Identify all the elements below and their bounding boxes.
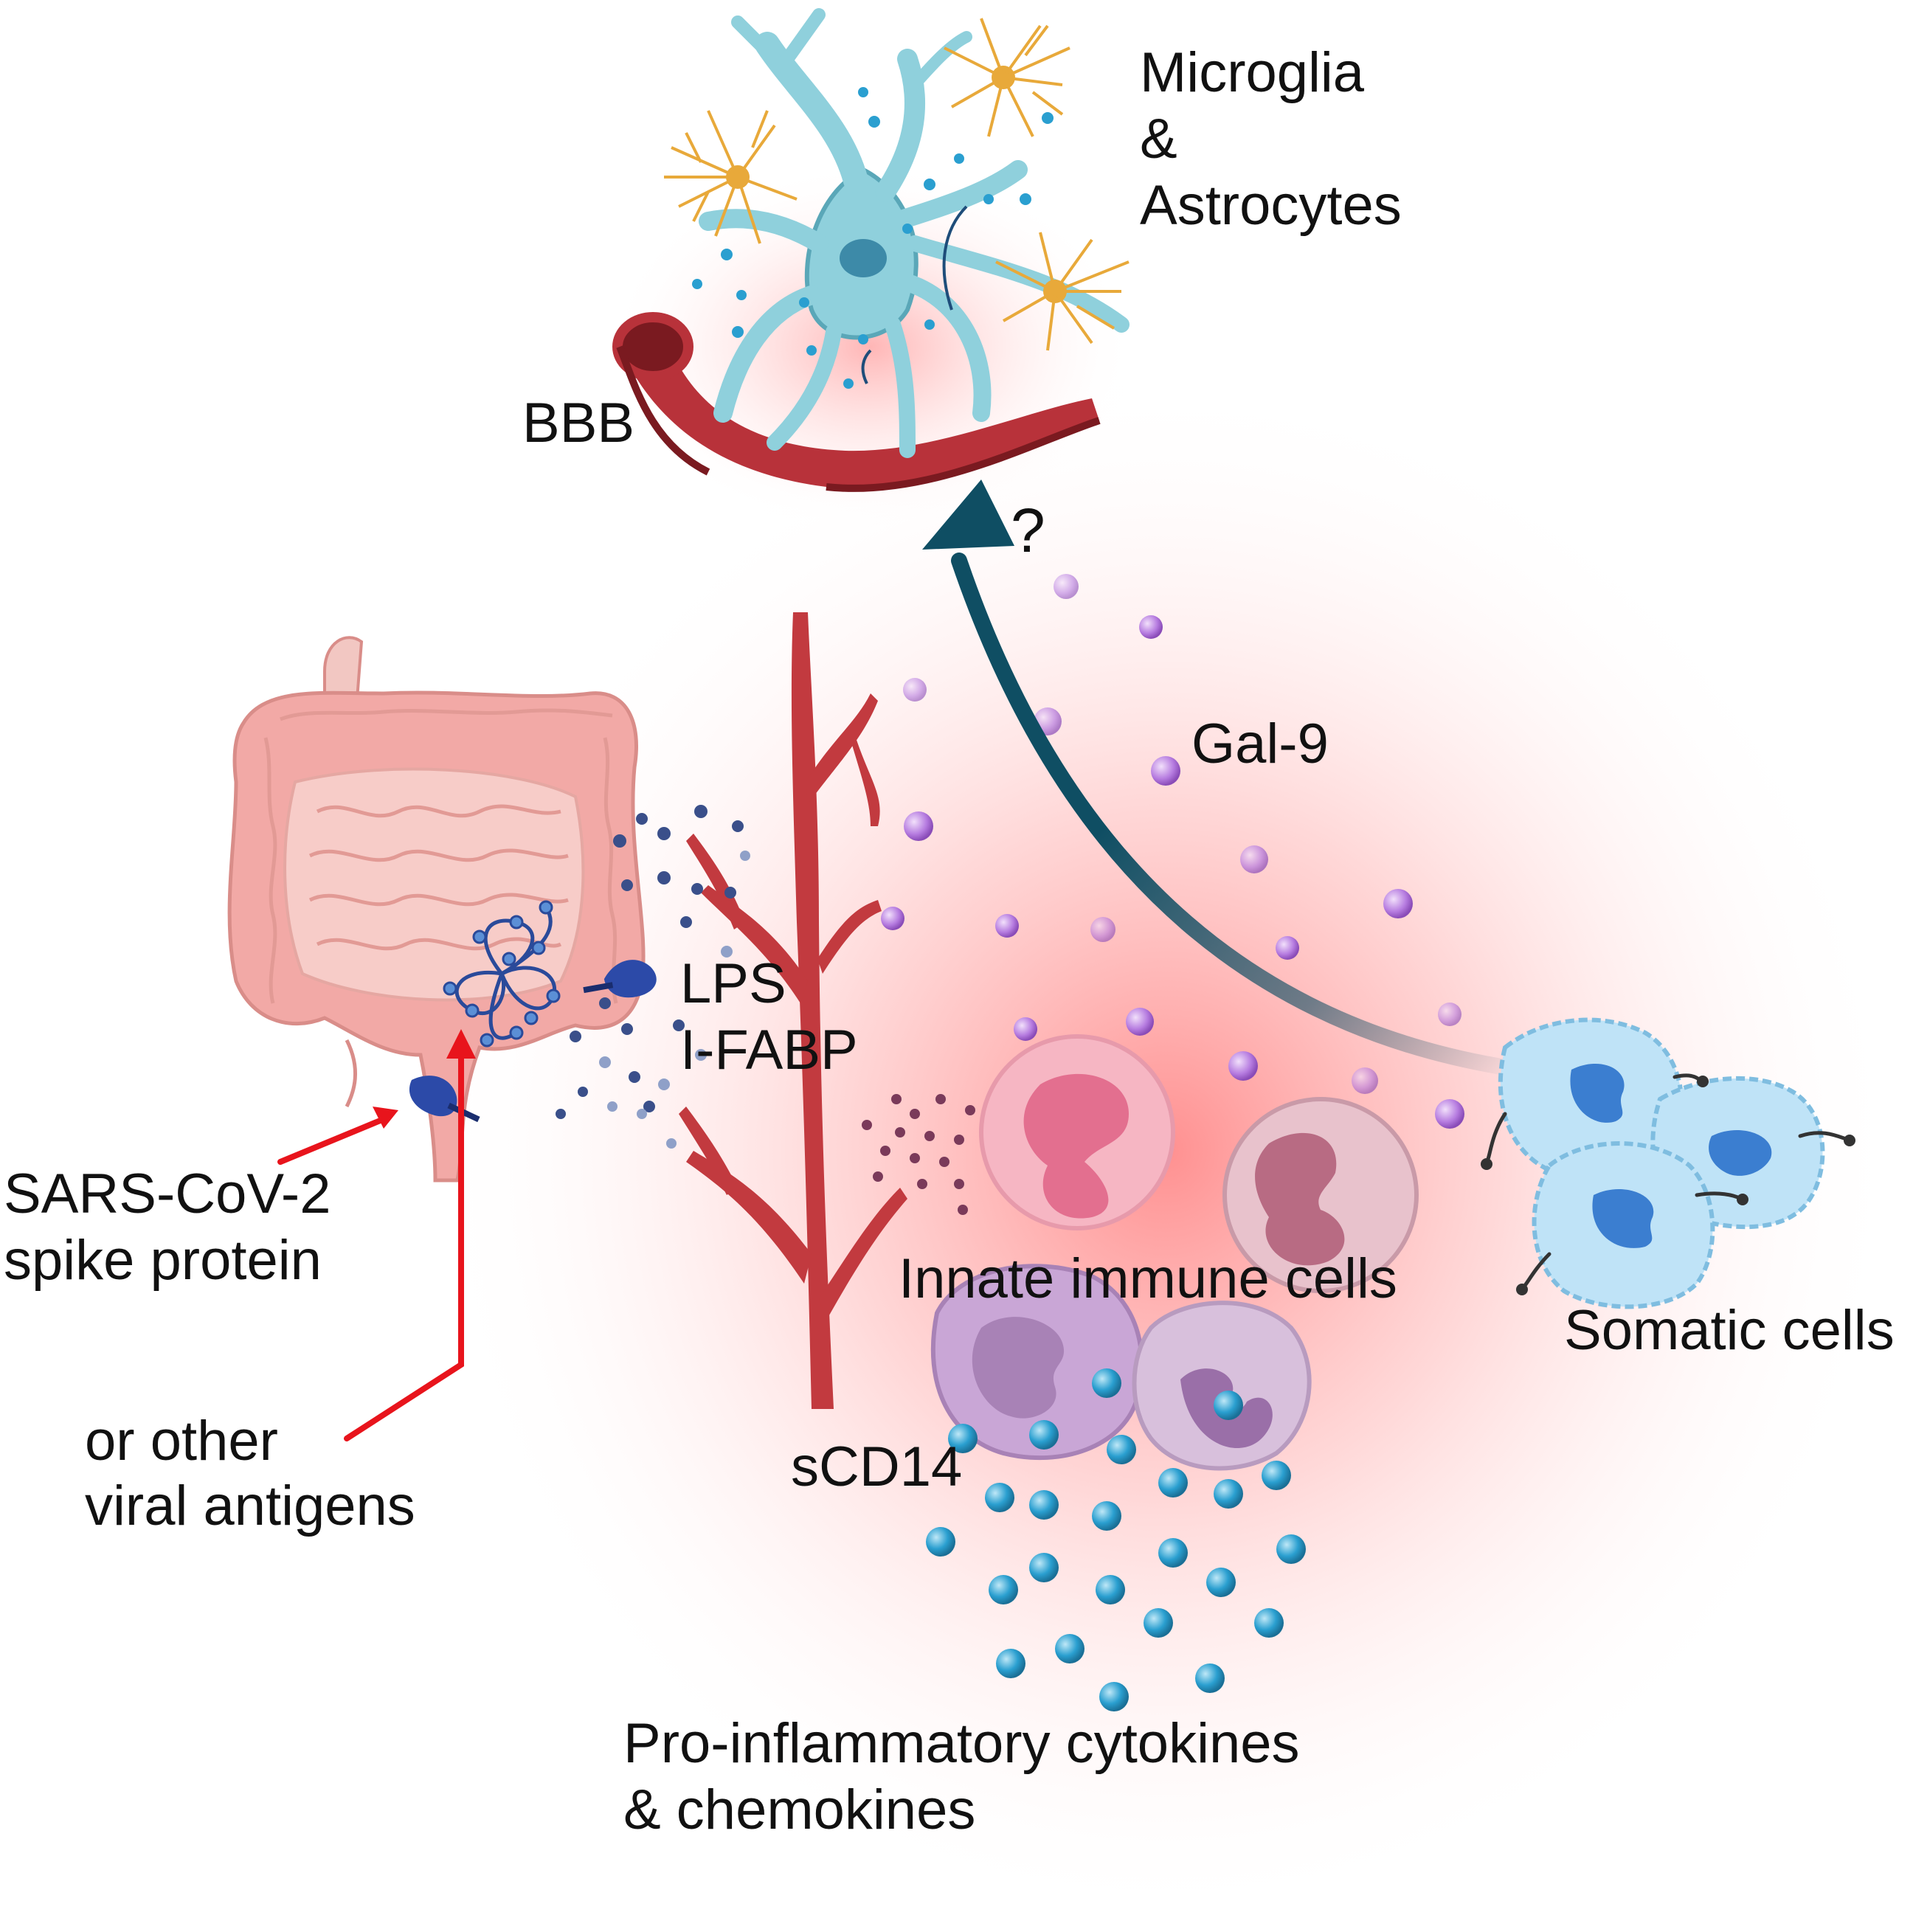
somatic-cell-icon [1481, 1017, 1855, 1309]
blood-vessel-icon [679, 612, 907, 1409]
label-bbb: BBB [522, 392, 635, 454]
gal9-dots [881, 574, 1569, 1134]
neuron-icon [699, 8, 1130, 458]
transport-arrow [942, 205, 968, 311]
label-scd14: sCD14 [791, 1436, 963, 1498]
cytokine-dots [926, 1368, 1306, 1711]
gal9-transport-arrow [951, 553, 1528, 1078]
arrow-head [922, 479, 1014, 550]
label-other-line2: viral antigens [85, 1475, 415, 1537]
lps-dots [556, 805, 750, 1149]
label-cytokines-line1: Pro-inflammatory cytokines [623, 1712, 1300, 1775]
transport-arrow [861, 349, 872, 384]
viral-antigen-beads [443, 900, 561, 1048]
bbb-dots [692, 87, 1054, 389]
label-cytokines-line2: & chemokines [623, 1779, 976, 1841]
label-ifabp: I-FABP [680, 1019, 858, 1081]
label-astrocytes: Astrocytes [1140, 174, 1402, 237]
label-other-line1: or other [85, 1410, 278, 1472]
monocyte-icon [1132, 1301, 1312, 1471]
label-somatic-cells: Somatic cells [1564, 1299, 1895, 1362]
intestine-icon [227, 636, 646, 1183]
label-innate-immune-cells: Innate immune cells [899, 1247, 1397, 1310]
antigen-arrows [277, 1045, 464, 1441]
scd14-dots [862, 1094, 975, 1215]
antigen-arrow-heads [373, 1029, 476, 1129]
label-spike-line2: spike protein [4, 1229, 322, 1292]
neutrophil-icon [979, 1034, 1175, 1230]
label-lps: LPS [680, 952, 786, 1015]
blood-vessel-icon [612, 312, 1101, 492]
label-spike-line1: SARS-CoV-2 [4, 1163, 331, 1225]
astrocyte-icon [664, 18, 1130, 351]
neutrophil-icon [1222, 1097, 1419, 1293]
label-question: ? [1011, 496, 1045, 565]
label-gal9: Gal-9 [1191, 713, 1329, 775]
label-ampersand: & [1140, 108, 1177, 170]
label-microglia: Microglia [1140, 41, 1365, 104]
